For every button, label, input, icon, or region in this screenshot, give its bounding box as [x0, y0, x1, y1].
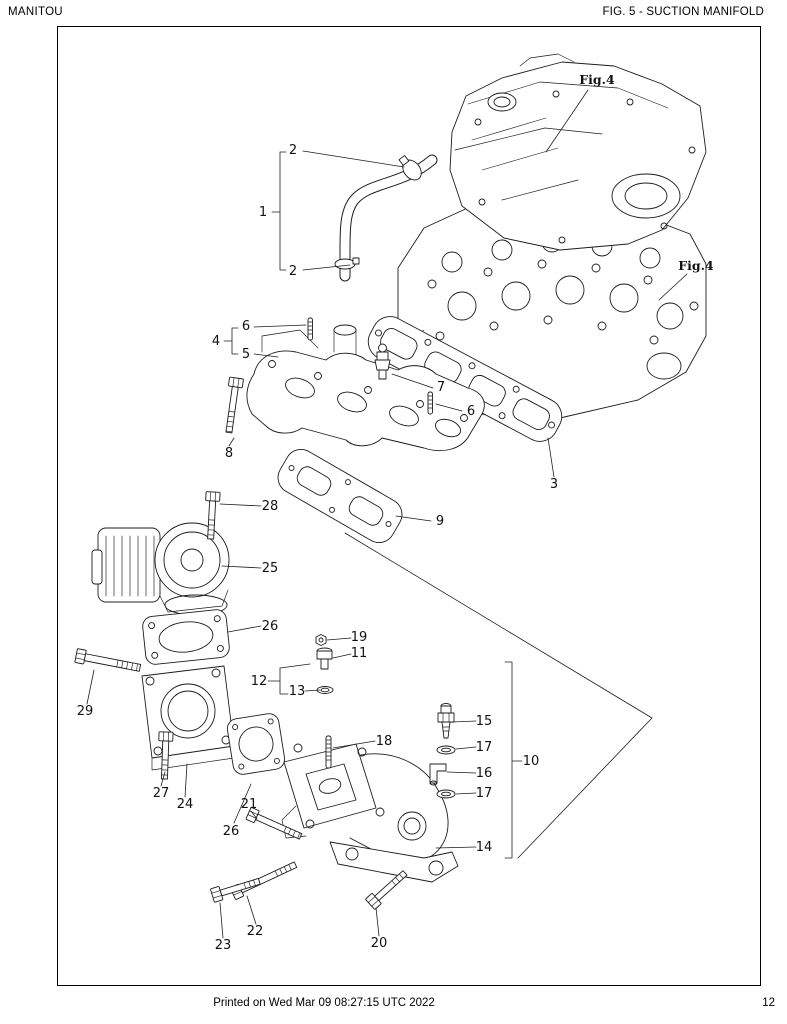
- callout-label: 2: [289, 264, 297, 279]
- callout-label: 19: [351, 630, 368, 645]
- page-number: 12: [762, 997, 775, 1009]
- callout-label: 7: [437, 380, 445, 395]
- callout-label: 4: [212, 334, 220, 349]
- spacer-drawing: [141, 665, 235, 771]
- callout-label: 8: [225, 446, 233, 461]
- washer-drawing: [316, 686, 334, 694]
- hose-clamp-drawing: [334, 257, 360, 270]
- callout-label: 29: [77, 704, 94, 719]
- figure-reference: Fig.4: [678, 258, 714, 273]
- bolt-drawing: [158, 731, 174, 780]
- brand-header: MANITOU: [8, 6, 63, 18]
- bolt-drawing: [225, 376, 244, 434]
- bolt-drawing: [74, 648, 142, 672]
- callout-label: 2: [289, 143, 297, 158]
- leader-lines: [86, 89, 688, 939]
- callout-label: 9: [436, 514, 444, 529]
- callout-label: 24: [177, 797, 194, 812]
- callout-label: 6: [467, 404, 475, 419]
- housing-gasket-drawing: [226, 713, 286, 775]
- sensor-drawing: [374, 343, 391, 380]
- callout-label: 21: [241, 797, 258, 812]
- callout-label: 3: [550, 477, 558, 492]
- throttle-gasket-drawing: [142, 609, 230, 665]
- elbow-fitting-drawing: [429, 763, 447, 786]
- callout-label: 13: [289, 684, 306, 699]
- bolt-drawing: [245, 807, 303, 840]
- callout-label: 16: [476, 766, 493, 781]
- fitting-drawing: [316, 647, 333, 670]
- stud-drawing: [427, 391, 433, 415]
- diagram-border: [57, 26, 761, 986]
- callout-label: 23: [215, 938, 232, 953]
- hose-clamp-drawing: [398, 155, 422, 181]
- valve-cover-drawing: [449, 53, 707, 251]
- bolt-drawing: [205, 491, 221, 540]
- callout-label: 12: [251, 674, 268, 689]
- bolt-drawing: [210, 877, 261, 903]
- suction-manifold-body-drawing: [246, 324, 485, 452]
- coolant-housing-drawing: [281, 743, 459, 883]
- callout-label: 14: [476, 840, 493, 855]
- figure-reference: Fig.4: [579, 72, 615, 87]
- callout-label: 6: [242, 319, 250, 334]
- lower-gasket-drawing: [277, 448, 403, 544]
- throttle-body-drawing: [91, 522, 230, 616]
- washer-drawing: [436, 745, 456, 755]
- callout-label: 1: [259, 205, 267, 220]
- callout-label: 17: [476, 786, 493, 801]
- callout-label: 22: [247, 924, 264, 939]
- callout-label: 28: [262, 499, 279, 514]
- callout-label: 26: [223, 824, 240, 839]
- stud-drawing: [307, 317, 313, 341]
- callout-label: 26: [262, 619, 279, 634]
- callout-label: 17: [476, 740, 493, 755]
- callout-label: 11: [351, 646, 368, 661]
- printed-timestamp: Printed on Wed Mar 09 08:27:15 UTC 2022: [213, 997, 435, 1009]
- figure-title: FIG. 5 - SUCTION MANIFOLD: [602, 6, 764, 18]
- bolt-drawing: [230, 861, 298, 900]
- callout-label: 25: [262, 561, 279, 576]
- callout-label: 27: [153, 786, 170, 801]
- callout-label: 20: [371, 936, 388, 951]
- bolt-drawing: [365, 870, 408, 910]
- callout-label: 18: [376, 734, 393, 749]
- nut-drawing: [315, 634, 327, 646]
- callout-label: 15: [476, 714, 493, 729]
- callout-label: 5: [242, 347, 250, 362]
- hose-fitting-drawing: [437, 703, 455, 739]
- stud-drawing: [325, 735, 332, 769]
- callout-label: 10: [523, 754, 540, 769]
- washer-drawing: [436, 789, 456, 799]
